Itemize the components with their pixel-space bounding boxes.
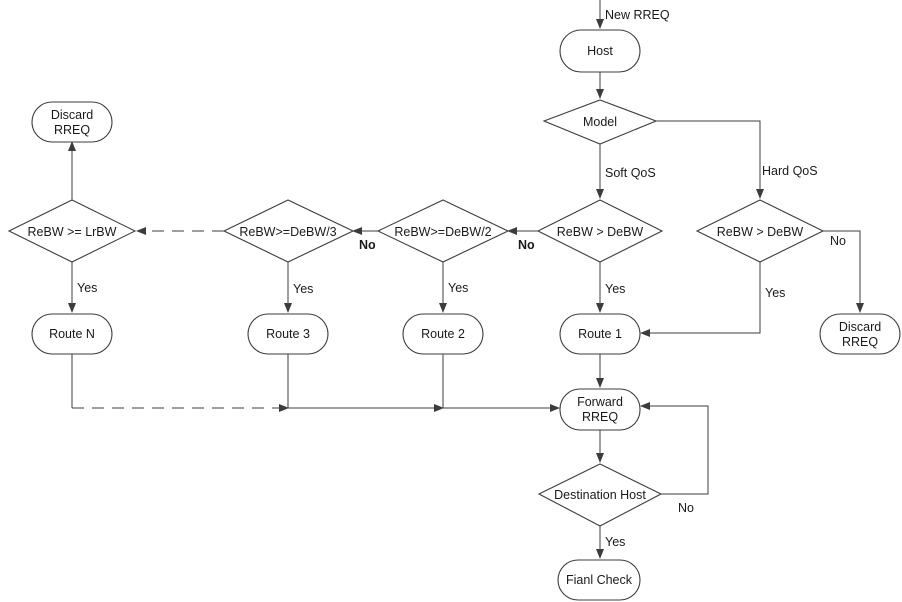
label-yes-route1: Yes [605,282,625,296]
node-rebw-ge-lrbw-label: ReBW >= LrBW [28,225,117,239]
node-discard-top-line2: RREQ [54,123,90,137]
node-rebw-ge-debw2-label: ReBW>=DeBW/2 [394,225,491,239]
node-forward-line2: RREQ [582,410,618,424]
node-final-check: Fianl Check [557,559,641,601]
node-route-3: Route 3 [247,313,329,355]
label-yes-destination: Yes [605,535,625,549]
label-no-soft: No [518,238,535,252]
node-discard-right-line2: RREQ [842,335,878,349]
node-rebw-gt-debw-hard-label: ReBW > DeBW [717,225,804,239]
node-route-1: Route 1 [559,313,641,355]
node-route-2: Route 2 [402,313,484,355]
label-no-destination: No [678,501,694,515]
node-rebw-gt-debw-hard: ReBW > DeBW [695,199,825,263]
edge-hard-discard [823,230,864,313]
node-discard-top: Discard RREQ [31,101,113,143]
node-model: Model [542,99,658,145]
node-route-1-label: Route 1 [578,327,622,341]
node-discard-right: Discard RREQ [819,313,901,355]
label-no-hard: No [830,234,846,248]
label-new-rreq: New RREQ [605,8,670,22]
node-route-n: Route N [31,313,113,355]
node-final-check-label: Fianl Check [566,573,633,587]
node-forward-line1: Forward [577,395,623,409]
node-discard-right-line1: Discard [839,320,881,334]
edge-destination-loop [640,402,709,495]
node-forward: Forward RREQ [559,388,641,431]
node-destination: Destination Host [537,463,663,527]
node-rebw-gt-debw-soft-label: ReBW > DeBW [557,225,644,239]
edge-model-hard [656,120,764,199]
label-yes-hard: Yes [765,286,785,300]
node-rebw-ge-debw3-label: ReBW>=DeBW/3 [239,225,336,239]
node-route-3-label: Route 3 [266,327,310,341]
node-destination-label: Destination Host [554,488,646,502]
node-rebw-ge-lrbw: ReBW >= LrBW [7,199,137,263]
node-rebw-ge-debw2: ReBW>=DeBW/2 [376,199,510,263]
node-rebw-ge-debw3: ReBW>=DeBW/3 [222,199,355,263]
node-route-2-label: Route 2 [421,327,465,341]
label-hard-qos: Hard QoS [762,164,818,178]
node-rebw-gt-debw-soft: ReBW > DeBW [536,199,664,263]
node-host-label: Host [587,44,613,58]
node-discard-top-line1: Discard [51,108,93,122]
label-yes-routen: Yes [77,281,97,295]
node-host: Host [559,29,641,73]
node-route-n-label: Route N [49,327,95,341]
label-no-debw2: No [359,238,376,252]
label-yes-route3: Yes [293,282,313,296]
label-yes-route2: Yes [448,281,468,295]
label-soft-qos: Soft QoS [605,166,656,180]
node-model-label: Model [583,115,617,129]
edge-hard-route1 [640,262,761,337]
